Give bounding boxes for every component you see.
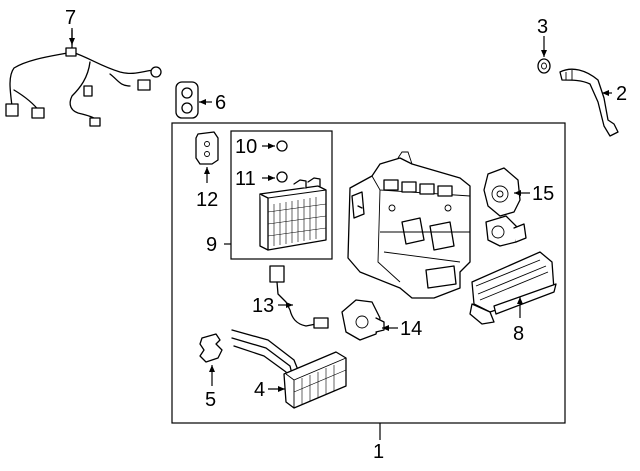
callout-14: 14 [400, 318, 422, 340]
expansion-valve-part [195, 131, 219, 165]
wire-harness-part [5, 29, 162, 127]
clip-part [537, 58, 551, 74]
callout-3: 3 [537, 16, 548, 38]
bracket-part [199, 333, 223, 363]
heater-core-part [231, 329, 347, 409]
callout-4: 4 [254, 379, 265, 401]
air-conditioner-case-part [347, 151, 471, 299]
o-ring-large-part [276, 171, 288, 183]
callout-13: 13 [252, 295, 274, 317]
callout-12: 12 [196, 189, 218, 211]
assembly-frame [171, 122, 566, 424]
callout-10: 10 [235, 136, 257, 158]
damper-servo-lower-part [341, 299, 385, 341]
callout-5: 5 [205, 389, 216, 411]
callout-1: 1 [373, 441, 384, 463]
callout-7: 7 [65, 7, 76, 29]
grommet-part [175, 81, 199, 119]
callout-15: 15 [532, 183, 554, 205]
callout-2: 2 [616, 83, 627, 105]
evaporator-subframe [230, 130, 333, 260]
callout-11: 11 [235, 168, 256, 190]
damper-servo-upper-part [483, 167, 527, 247]
callout-9: 9 [206, 234, 217, 256]
callout-6: 6 [215, 92, 226, 114]
sensor-wire-part [269, 265, 329, 329]
air-duct-part [469, 251, 557, 325]
callout-8: 8 [513, 323, 524, 345]
evaporator-core-part [259, 177, 327, 251]
drain-hose-part [559, 68, 619, 137]
o-ring-small-part [276, 140, 288, 152]
